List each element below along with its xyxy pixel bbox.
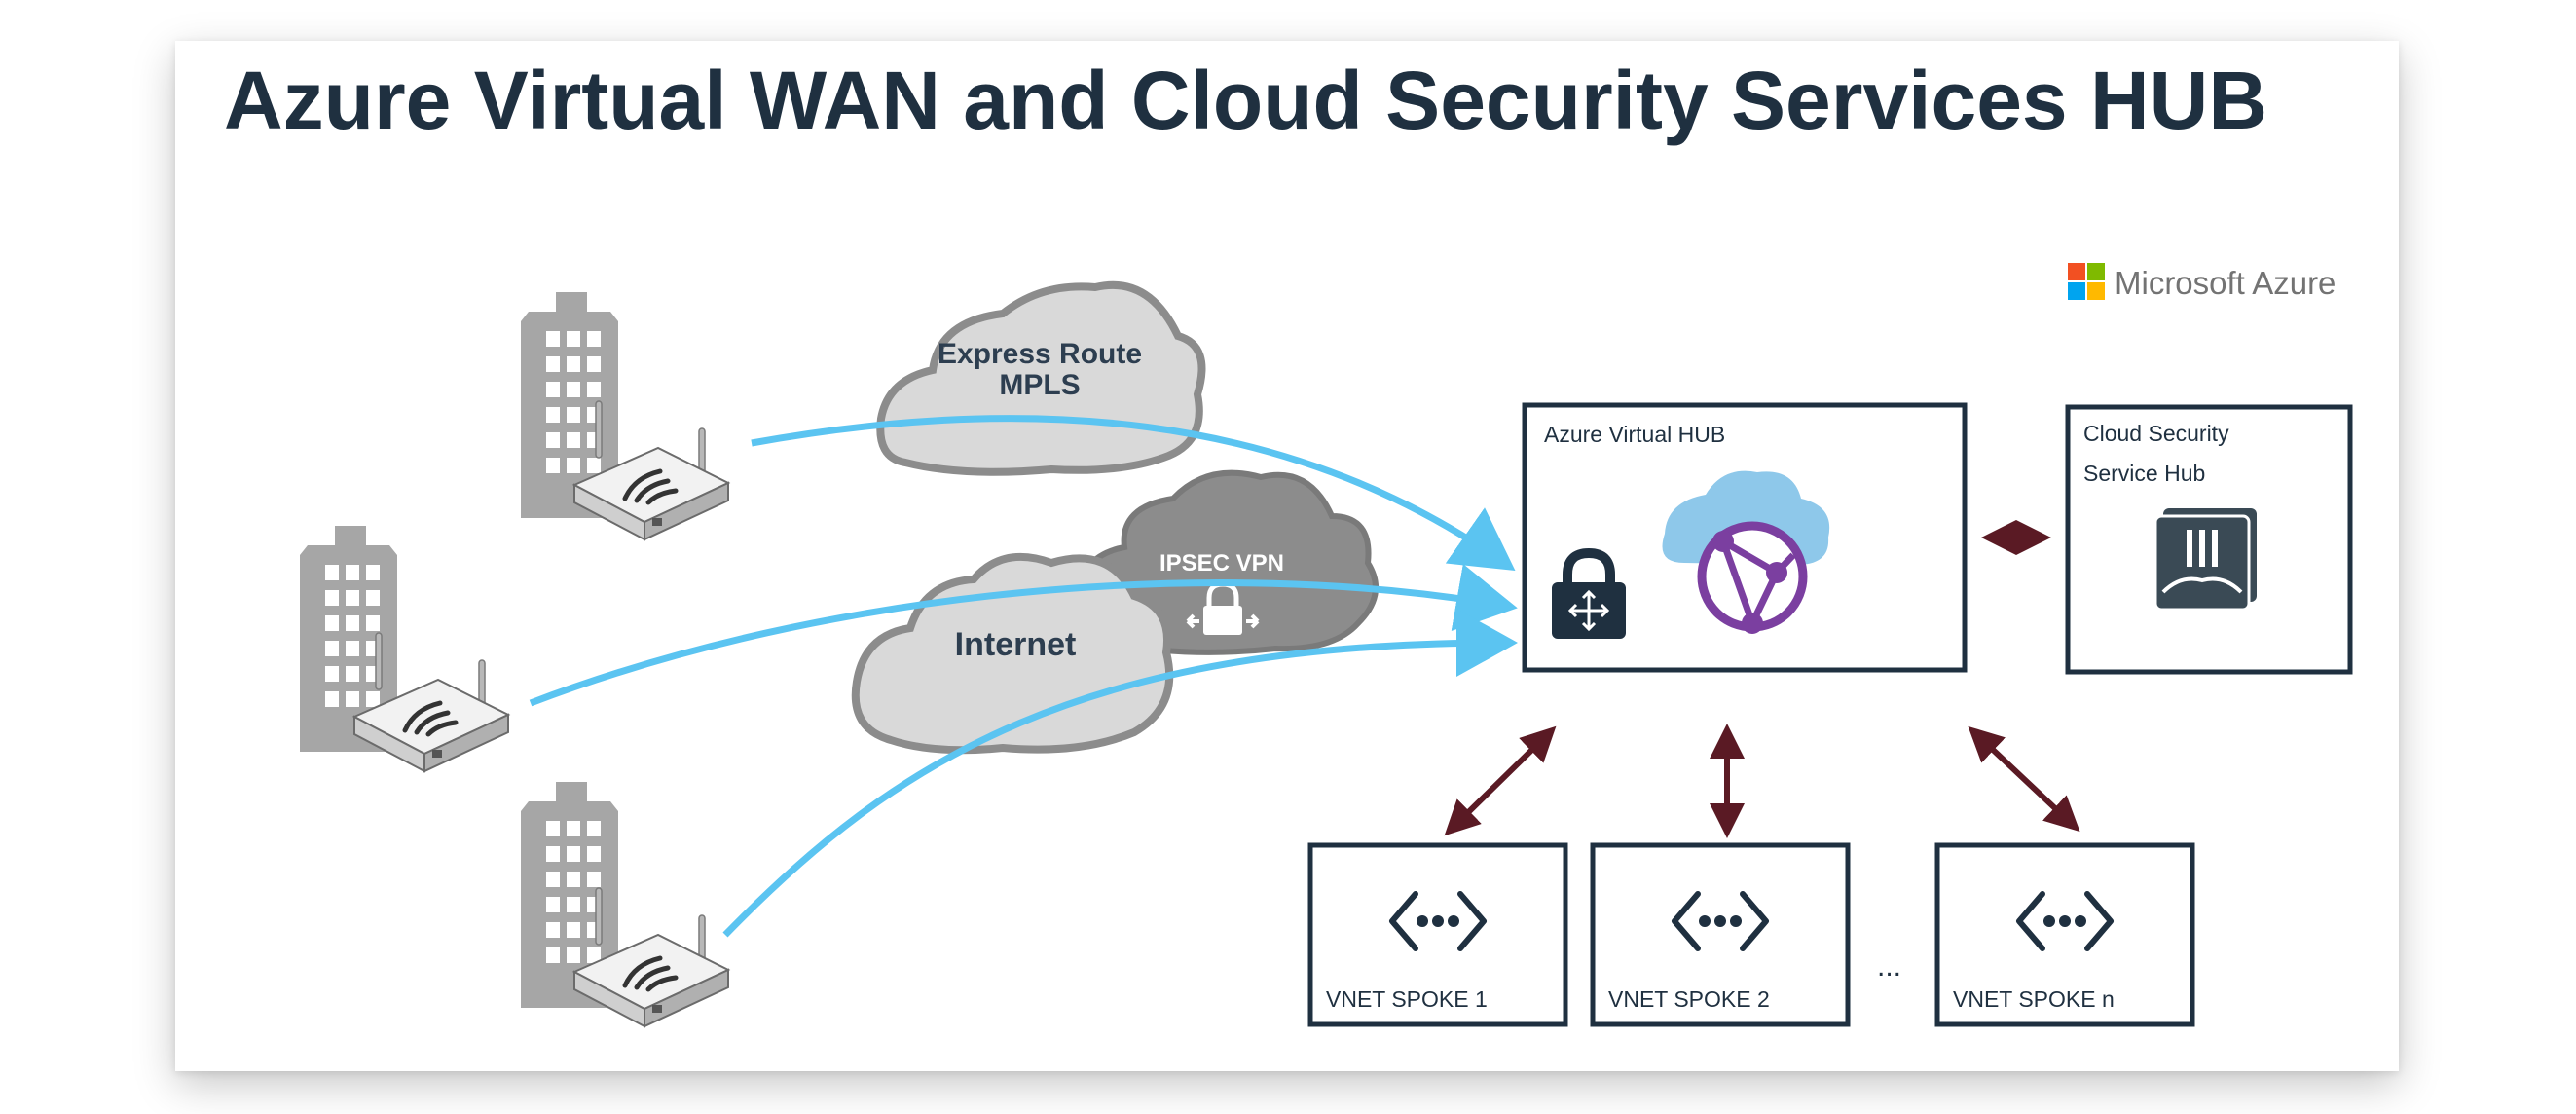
connection-arrow-branch3 [722,609,1518,938]
microsoft-azure-logo: Microsoft Azure [2068,263,2336,301]
hub-spoke-n-link-arrow [1968,725,2080,833]
vnet-icon [1389,891,1487,951]
vnet-icon [2016,891,2114,951]
express-route-cloud: Express Route MPLS [876,280,1206,476]
vpn-gateway-lock-icon [1552,547,1626,639]
virtual-wan-icon [1662,470,1830,634]
security-hub-label-line1: Cloud Security [2083,421,2229,446]
logo-square-red [2068,263,2085,280]
branch-site-2 [300,526,508,771]
page-title: Azure Virtual WAN and Cloud Security Ser… [224,55,2267,146]
spoke-label: VNET SPOKE n [1953,986,2115,1012]
spoke-label: VNET SPOKE 1 [1326,986,1488,1012]
connection-arrow-branch2 [529,564,1518,707]
azure-virtual-hub: Azure Virtual HUB [1522,402,1968,673]
more-spokes-ellipsis: ... [1877,950,1901,983]
security-hub-label-line2: Service Hub [2083,461,2205,486]
network-node [1742,613,1763,634]
mpls-label: MPLS [999,369,1080,401]
logo-square-yellow [2087,282,2105,300]
vnet-spoke-n: VNET SPOKE n [1934,842,2195,1027]
spoke-label: VNET SPOKE 2 [1608,986,1770,1012]
vnet-icon [1672,891,1769,951]
branch-site-3 [521,782,728,1026]
hub-spoke1-link-arrow [1444,725,1557,836]
logo-square-green [2087,263,2105,280]
vpn-lock-icon [1186,581,1260,635]
hub-label: Azure Virtual HUB [1544,422,1725,447]
security-appliance-icon [2153,508,2257,612]
cloud-security-service-hub: Cloud Security Service Hub [2065,404,2353,675]
connection-arrow-branch1 [751,415,1516,572]
express-route-label: Express Route [938,338,1142,370]
brand-name: Microsoft Azure [2115,265,2336,301]
network-node [1712,531,1734,552]
ipsec-vpn-label: IPSEC VPN [1159,550,1284,576]
vnet-spoke-2: VNET SPOKE 2 [1590,842,1851,1027]
branch-site-1 [521,292,728,539]
logo-square-blue [2068,282,2085,300]
network-node [1766,562,1787,583]
internet-label: Internet [955,626,1077,663]
vnet-spoke-1: VNET SPOKE 1 [1307,842,1568,1027]
